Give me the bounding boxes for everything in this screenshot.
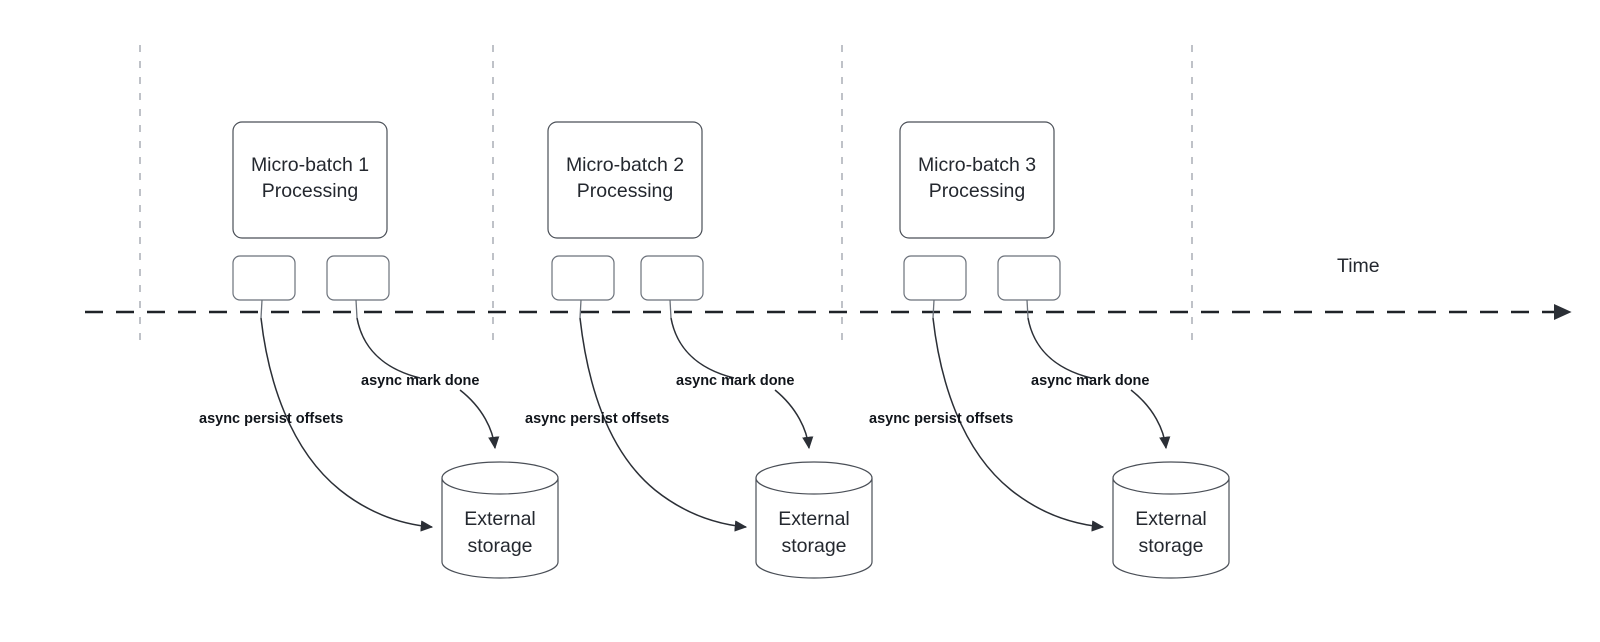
micro-batch-1-box[interactable] <box>232 121 388 239</box>
micro-batch-1-stem-b <box>355 299 358 319</box>
external-storage-3-body[interactable] <box>1112 478 1230 579</box>
edge-label-async-persist-offsets-1: async persist offsets <box>199 411 343 427</box>
external-storage-3-top <box>1112 461 1230 495</box>
external-storage-3-label-line1: External <box>1135 508 1207 530</box>
external-storage-1-top <box>441 461 559 495</box>
external-storage-2-label-line1: External <box>778 508 850 530</box>
micro-batch-2-label-line1: Micro-batch 2 <box>566 154 684 176</box>
group-2: Micro-batch 2 Processing async persist o… <box>525 121 873 579</box>
edge-label-async-mark-done-3: async mark done <box>1031 373 1149 389</box>
micro-batch-3-label-line1: Micro-batch 3 <box>918 154 1036 176</box>
edge-async-persist-offsets-1 <box>260 317 434 532</box>
edge-async-persist-offsets-3 <box>932 317 1105 532</box>
micro-batch-2-label-line2: Processing <box>577 180 673 202</box>
micro-batch-2-stem-a <box>579 299 582 319</box>
external-storage-2-label-line2: storage <box>781 535 846 557</box>
edge-async-mark-done-2-seg2 <box>774 389 814 450</box>
micro-batch-2-task-box-a[interactable] <box>551 255 615 301</box>
external-storage-1-body[interactable] <box>441 478 559 579</box>
micro-batch-1-label-line2: Processing <box>262 180 358 202</box>
edge-async-mark-done-2-seg1 <box>670 317 735 379</box>
micro-batch-3-box[interactable] <box>899 121 1055 239</box>
edge-async-persist-offsets-2 <box>579 317 748 532</box>
micro-batch-1-task-box-b[interactable] <box>326 255 390 301</box>
micro-batch-1-stem-a <box>260 299 263 319</box>
edge-async-mark-done-3-seg2 <box>1130 389 1171 450</box>
micro-batch-3-stem-b <box>1026 299 1029 319</box>
micro-batch-1-task-box-a[interactable] <box>232 255 296 301</box>
edge-async-mark-done-1-seg2 <box>459 389 500 450</box>
timeline-tick-group <box>139 45 1193 340</box>
micro-batch-3-task-box-a[interactable] <box>903 255 967 301</box>
micro-batch-2-task-box-b[interactable] <box>640 255 704 301</box>
edge-label-async-mark-done-2: async mark done <box>676 373 794 389</box>
micro-batch-3-label-line2: Processing <box>929 180 1025 202</box>
group-1: Micro-batch 1 Processing async persist o… <box>199 121 559 579</box>
external-storage-1-label-line1: External <box>464 508 536 530</box>
group-3: Micro-batch 3 Processing async persist o… <box>869 121 1230 579</box>
micro-batch-1-label-line1: Micro-batch 1 <box>251 154 369 176</box>
edge-async-mark-done-3-seg1 <box>1027 317 1092 379</box>
time-axis-label: Time <box>1337 255 1380 277</box>
external-storage-1-label-line2: storage <box>467 535 532 557</box>
external-storage-2-top <box>755 461 873 495</box>
micro-batch-2-box[interactable] <box>547 121 703 239</box>
external-storage-3-label-line2: storage <box>1138 535 1203 557</box>
edge-label-async-mark-done-1: async mark done <box>361 373 479 389</box>
micro-batch-3-task-box-b[interactable] <box>997 255 1061 301</box>
edge-label-async-persist-offsets-2: async persist offsets <box>525 411 669 427</box>
edge-async-mark-done-1-seg1 <box>356 317 421 379</box>
external-storage-2-body[interactable] <box>755 478 873 579</box>
micro-batch-3-stem-a <box>932 299 935 319</box>
micro-batch-2-stem-b <box>669 299 672 319</box>
edge-label-async-persist-offsets-3: async persist offsets <box>869 411 1013 427</box>
